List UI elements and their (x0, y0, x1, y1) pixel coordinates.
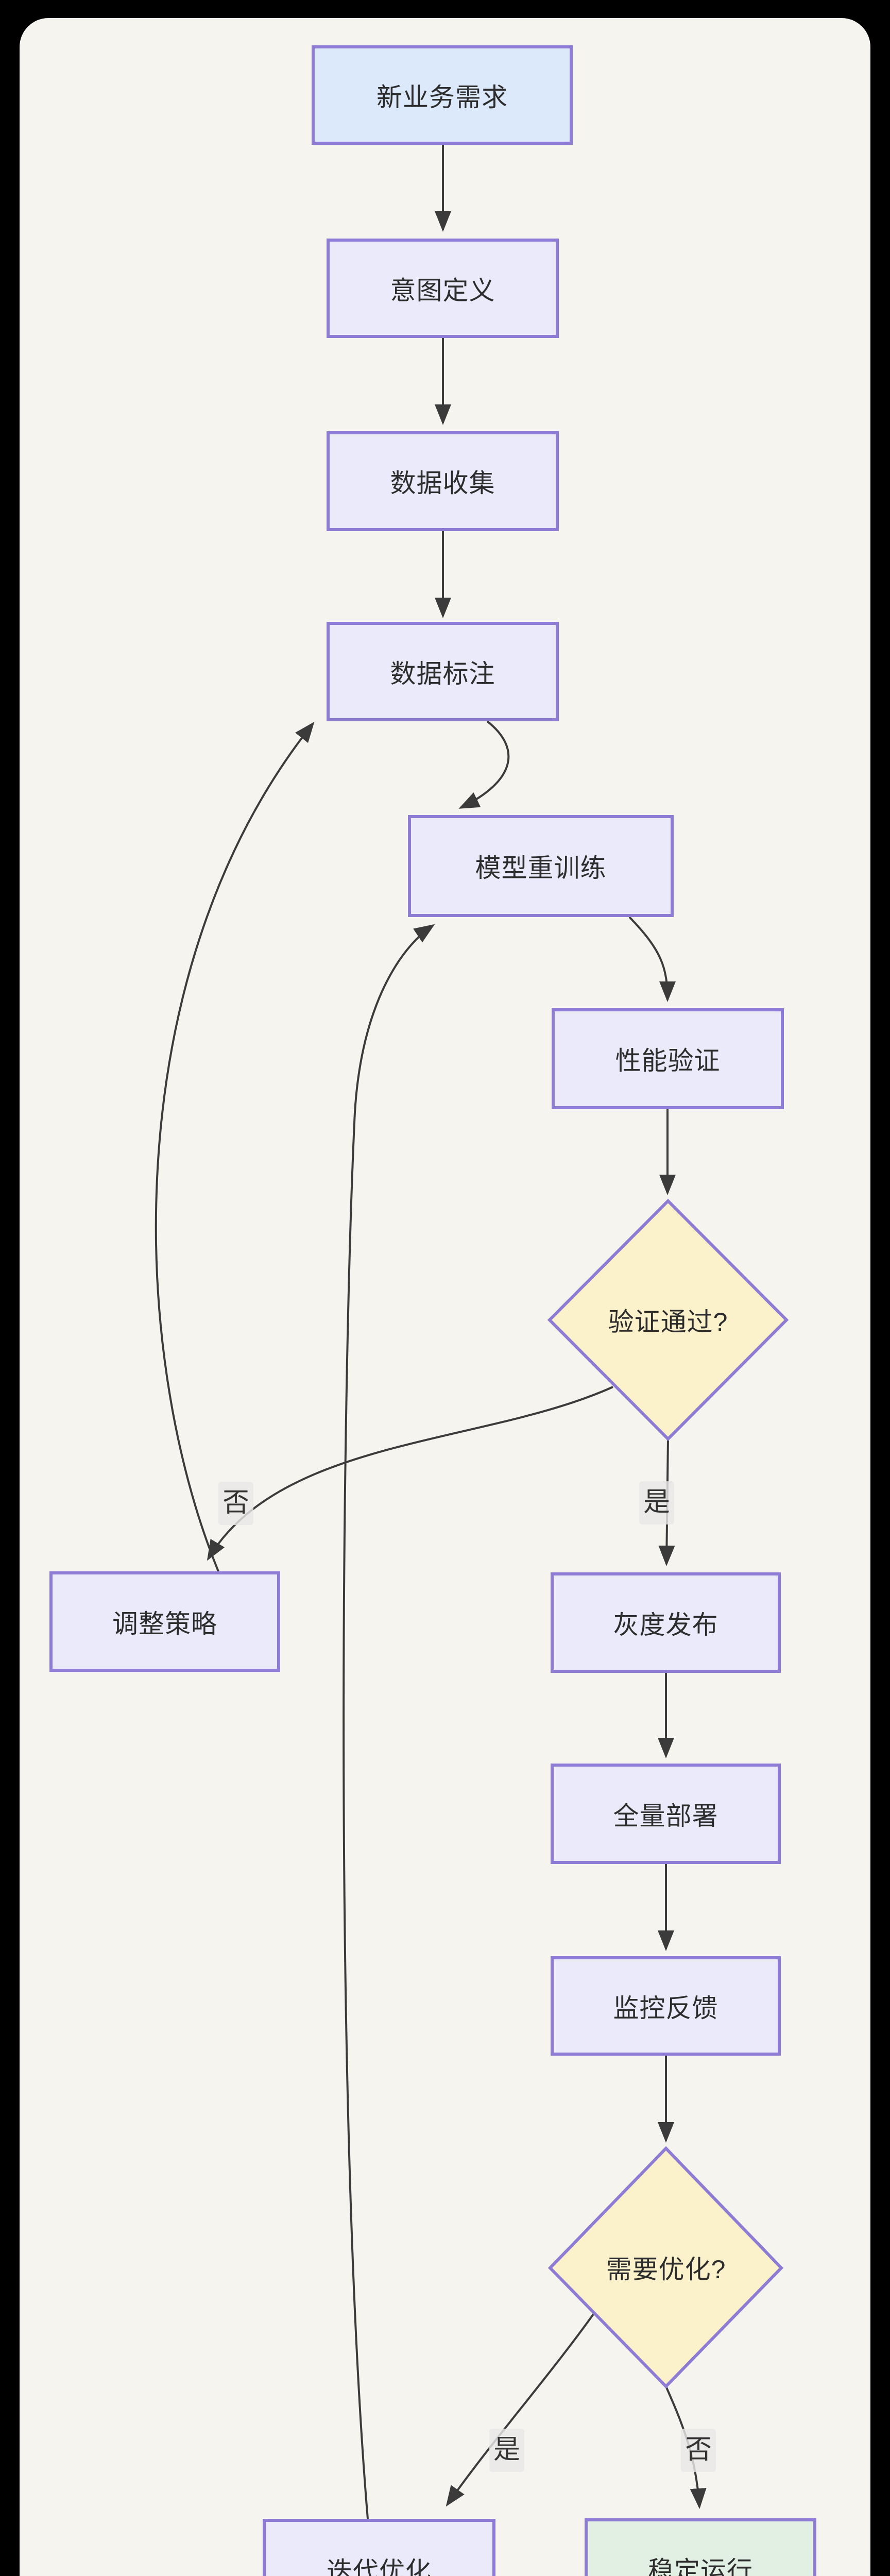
edge-iterative-optimization-to-retraining (343, 924, 435, 2519)
edge-labeling-to-retraining (458, 720, 510, 809)
edge-decision-yes-to-iterative-optimization (446, 2313, 594, 2507)
node-intent-definition: 意图定义 (327, 239, 559, 338)
node-needs-optimization-label: 需要优化? (606, 2255, 726, 2284)
edge-decision-no-to-adjust-strategy (207, 1386, 613, 1561)
node-gray-release: 灰度发布 (551, 1572, 781, 1673)
node-stable-operation: 稳定运行 (585, 2518, 816, 2576)
node-iterative-optimization: 迭代优化 (263, 2519, 495, 2576)
decision-validation-passed-shape (547, 1198, 789, 1442)
node-validation-passed-label: 验证通过? (608, 1308, 728, 1336)
edge-label-yes-gray-release: 是 (639, 1481, 675, 1524)
edge-label-yes-iterative-optimization: 是 (489, 2429, 525, 2472)
node-data-labeling: 数据标注 (327, 622, 559, 721)
node-performance-validation: 性能验证 (552, 1008, 784, 1109)
edge-label-no-stable-operation: 否 (680, 2429, 716, 2472)
edge-adjust-strategy-to-labeling (155, 721, 315, 1572)
edge-label-no-adjust-strategy: 否 (218, 1482, 254, 1525)
node-data-collection: 数据收集 (327, 431, 559, 531)
edge-retraining-to-validation (628, 916, 676, 1002)
node-monitoring-feedback: 监控反馈 (551, 1956, 781, 2056)
decision-needs-optimization-shape (547, 2146, 784, 2389)
node-full-deployment: 全量部署 (551, 1764, 781, 1864)
node-new-business-requirement: 新业务需求 (312, 45, 573, 145)
node-model-retraining: 模型重训练 (408, 815, 674, 917)
node-adjust-strategy: 调整策略 (49, 1571, 280, 1672)
